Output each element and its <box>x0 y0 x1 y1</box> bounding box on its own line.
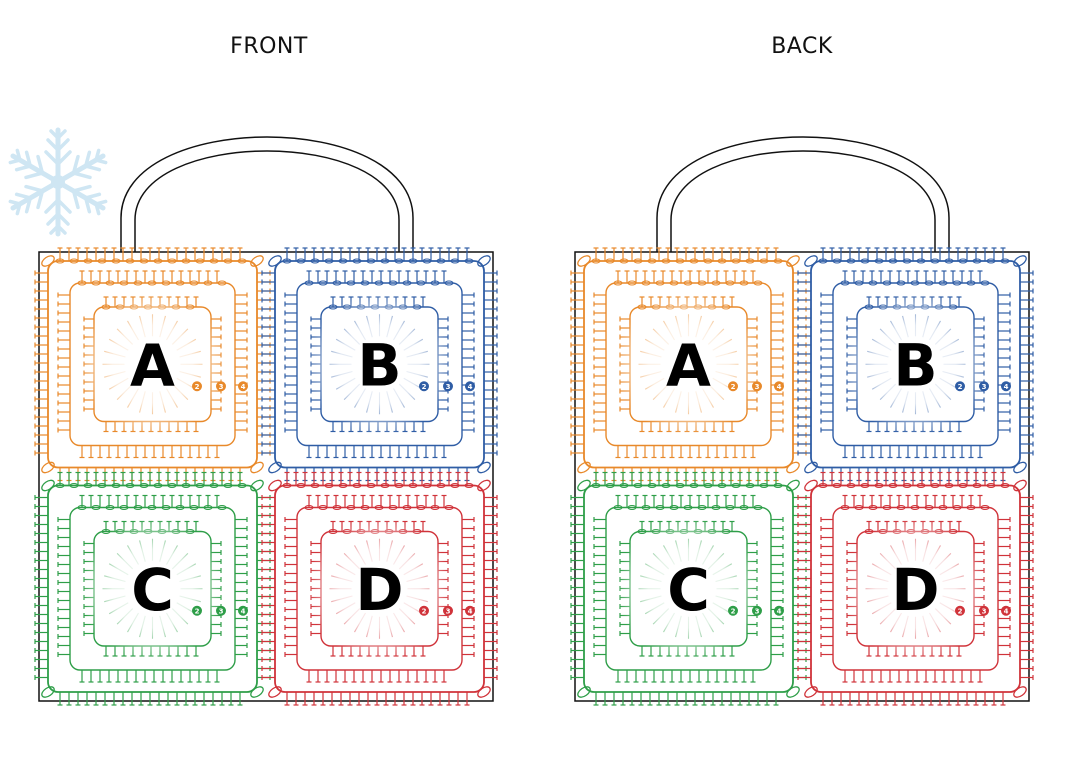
round-marker-4: 4 <box>774 381 784 392</box>
round-marker-2: 2 <box>728 605 738 616</box>
svg-text:4: 4 <box>241 383 246 391</box>
square-label-b: B <box>357 331 401 399</box>
round-marker-4: 4 <box>238 605 248 616</box>
svg-text:2: 2 <box>958 383 963 391</box>
granny-square-a: 2 3 4 A <box>570 247 807 482</box>
square-label-c: C <box>667 556 710 624</box>
front-title: FRONT <box>230 34 308 59</box>
svg-text:3: 3 <box>219 383 224 391</box>
round-marker-3: 3 <box>752 605 762 616</box>
svg-text:2: 2 <box>958 607 963 615</box>
round-marker-3: 3 <box>979 605 989 616</box>
svg-text:3: 3 <box>755 607 760 615</box>
svg-text:4: 4 <box>777 383 782 391</box>
svg-text:3: 3 <box>219 607 224 615</box>
round-marker-2: 2 <box>728 381 738 392</box>
svg-text:2: 2 <box>195 383 200 391</box>
round-marker-2: 2 <box>955 381 965 392</box>
svg-text:3: 3 <box>446 383 451 391</box>
svg-text:2: 2 <box>195 607 200 615</box>
svg-text:4: 4 <box>241 607 246 615</box>
round-marker-2: 2 <box>192 381 202 392</box>
svg-text:3: 3 <box>982 383 987 391</box>
round-marker-4: 4 <box>465 605 475 616</box>
back-title: BACK <box>771 34 833 59</box>
svg-text:4: 4 <box>468 383 473 391</box>
square-label-b: B <box>893 331 937 399</box>
square-label-d: D <box>891 556 939 624</box>
round-marker-2: 2 <box>955 605 965 616</box>
granny-square-d: 2 3 4 D <box>261 471 498 706</box>
svg-text:3: 3 <box>446 607 451 615</box>
svg-text:4: 4 <box>1004 607 1009 615</box>
square-label-a: A <box>666 331 711 399</box>
round-marker-4: 4 <box>1001 381 1011 392</box>
square-label-c: C <box>131 556 174 624</box>
round-marker-4: 4 <box>465 381 475 392</box>
round-marker-4: 4 <box>238 381 248 392</box>
svg-text:4: 4 <box>1004 383 1009 391</box>
snowflake-icon <box>8 127 108 237</box>
granny-square-a: 2 3 4 A <box>34 247 271 482</box>
square-label-d: D <box>355 556 403 624</box>
granny-square-b: 2 3 4 B <box>797 247 1034 482</box>
svg-text:3: 3 <box>982 607 987 615</box>
round-marker-3: 3 <box>216 605 226 616</box>
round-marker-3: 3 <box>443 381 453 392</box>
granny-square-d: 2 3 4 D <box>797 471 1034 706</box>
svg-text:3: 3 <box>755 383 760 391</box>
round-marker-2: 2 <box>192 605 202 616</box>
round-marker-2: 2 <box>419 605 429 616</box>
svg-text:4: 4 <box>468 607 473 615</box>
round-marker-3: 3 <box>443 605 453 616</box>
granny-square-b: 2 3 4 B <box>261 247 498 482</box>
round-marker-3: 3 <box>752 381 762 392</box>
round-marker-3: 3 <box>216 381 226 392</box>
svg-text:2: 2 <box>422 383 427 391</box>
bag-handle <box>656 136 950 252</box>
svg-text:2: 2 <box>731 607 736 615</box>
bag-handle <box>120 136 414 252</box>
round-marker-4: 4 <box>1001 605 1011 616</box>
round-marker-4: 4 <box>774 605 784 616</box>
svg-text:2: 2 <box>422 607 427 615</box>
round-marker-2: 2 <box>419 381 429 392</box>
svg-text:4: 4 <box>777 607 782 615</box>
svg-text:2: 2 <box>731 383 736 391</box>
round-marker-3: 3 <box>979 381 989 392</box>
square-label-a: A <box>130 331 175 399</box>
granny-square-c: 2 3 4 C <box>34 471 271 706</box>
